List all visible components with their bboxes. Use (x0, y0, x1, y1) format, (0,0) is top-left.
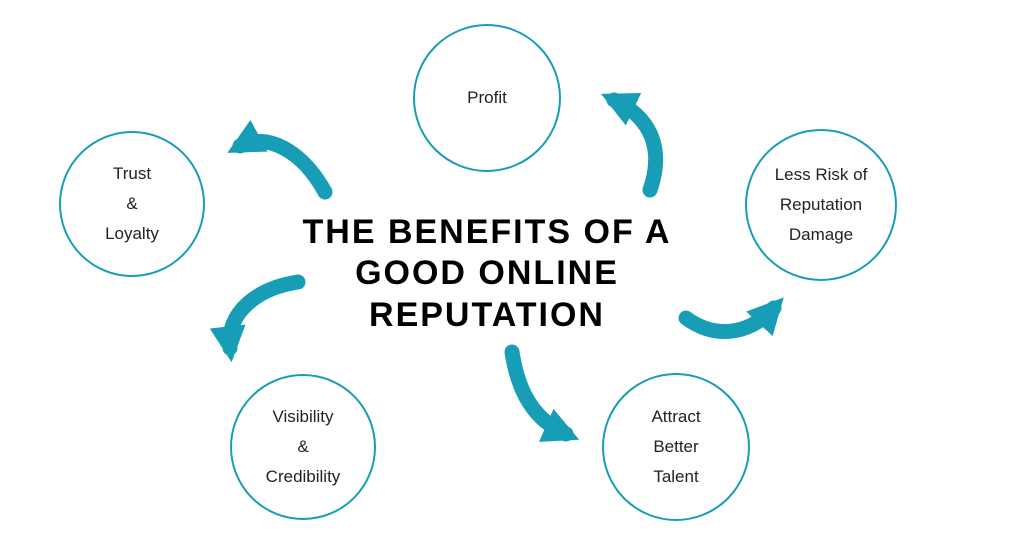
node-attract-line-2: Better (653, 437, 699, 457)
node-attract-line-1: Attract (651, 407, 701, 427)
node-profit-label: Profit (467, 83, 507, 113)
node-attract-better-talent-label: Attract Better Talent (651, 402, 700, 491)
node-less-risk-line-3: Damage (788, 224, 854, 244)
node-less-risk-label: Less Risk of Reputation Damage (775, 160, 868, 249)
node-visibility-line-1: Visibility (272, 407, 334, 427)
node-visibility-credibility: Visibility & Credibility (230, 374, 376, 520)
node-trust-line-3: Loyalty (105, 223, 159, 243)
arrow-center-to-attract-icon (504, 344, 580, 442)
node-less-risk-line-2: Reputation (779, 195, 863, 215)
node-attract-better-talent: Attract Better Talent (602, 373, 750, 521)
node-visibility-line-2: & (297, 437, 309, 457)
title-line-1: THE BENEFITS OF A (302, 213, 672, 251)
title-line-3: REPUTATION (369, 295, 605, 334)
node-less-risk-line-1: Less Risk of (774, 165, 868, 185)
node-less-risk: Less Risk of Reputation Damage (745, 129, 897, 281)
node-visibility-credibility-label: Visibility & Credibility (266, 402, 341, 491)
node-profit: Profit (413, 24, 561, 172)
arrow-profit-to-trust-icon (227, 119, 333, 200)
node-visibility-line-3: Credibility (265, 466, 341, 486)
node-trust-loyalty: Trust & Loyalty (59, 131, 205, 277)
title-line-2: GOOD ONLINE (355, 254, 619, 293)
arrow-lessrisk-to-profit-icon (600, 92, 664, 198)
node-trust-line-2: & (126, 194, 138, 214)
node-attract-line-3: Talent (653, 466, 699, 486)
diagram-title: THE BENEFITS OF A GOOD ONLINE REPUTATION (257, 212, 717, 336)
node-trust-loyalty-label: Trust & Loyalty (105, 159, 159, 248)
node-profit-line-1: Profit (467, 88, 507, 108)
node-trust-line-1: Trust (112, 164, 152, 184)
